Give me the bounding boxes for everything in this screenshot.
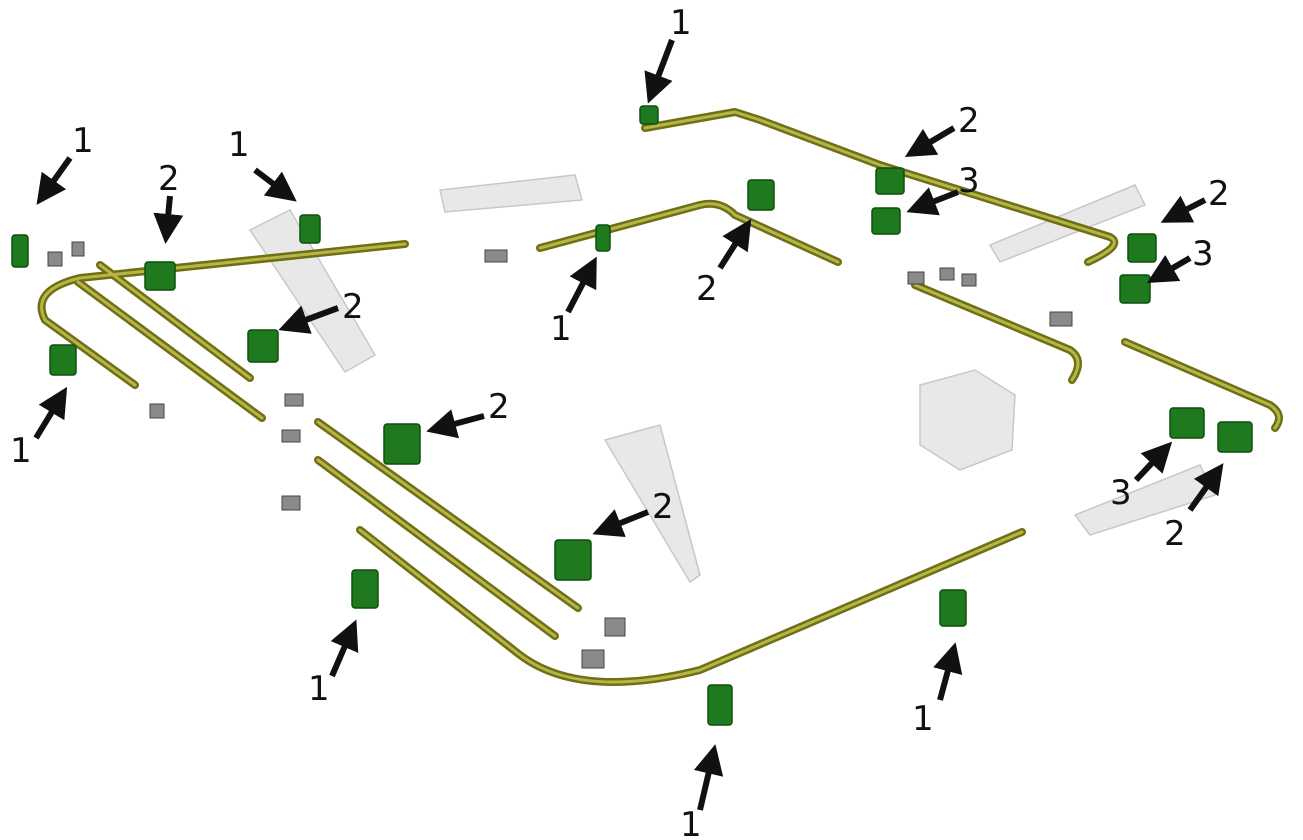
callout-label: 2 (488, 387, 510, 427)
callout-label: 1 (912, 699, 934, 739)
callout-label: 2 (696, 269, 718, 309)
arrow (717, 218, 752, 270)
arrow (36, 156, 73, 205)
callout-label: 1 (308, 669, 330, 709)
pipe-top-middle (536, 199, 842, 266)
arrow (278, 305, 340, 334)
fitting (939, 267, 955, 281)
callout-arrows (33, 38, 1224, 811)
fitting (581, 649, 605, 669)
callout-label: 2 (342, 287, 364, 327)
arrow (253, 167, 297, 202)
clamp (707, 684, 733, 726)
clamp (299, 214, 321, 244)
clamp (554, 539, 592, 581)
arrow (1160, 195, 1207, 223)
callout-label: 1 (670, 3, 692, 43)
fitting (71, 241, 85, 257)
fitting (1049, 311, 1073, 327)
arrow (1187, 463, 1224, 512)
arrow (153, 195, 184, 244)
fitting (149, 403, 165, 419)
callout-label: 1 (680, 805, 702, 840)
fitting (47, 251, 63, 267)
arrow (933, 642, 963, 701)
fitting (284, 393, 304, 407)
pipe-right-short (911, 281, 1082, 384)
clamp (747, 179, 775, 211)
ghost-cylinder-3 (603, 424, 701, 584)
clamp (1217, 421, 1253, 453)
clamp (1119, 274, 1151, 304)
arrow (565, 256, 597, 314)
clamp (1127, 233, 1157, 263)
clamp (1169, 407, 1205, 439)
callout-label: 3 (1110, 473, 1132, 513)
clamp (247, 329, 279, 363)
clamp (49, 344, 77, 376)
callout-label: 2 (1208, 174, 1230, 214)
clamp (144, 261, 176, 291)
fitting (484, 249, 508, 263)
clamp (595, 224, 611, 252)
fitting (907, 271, 925, 285)
clamp (11, 234, 29, 268)
clamp (351, 569, 379, 609)
callout-label: 2 (652, 487, 674, 527)
callout-label: 1 (228, 125, 250, 165)
callout-label: 1 (10, 431, 32, 471)
clamp (871, 207, 901, 235)
fitting (281, 429, 301, 443)
callout-labels: 1 1 2 2 1 1 2 1 2 3 2 3 2 2 1 1 1 3 2 (10, 3, 1230, 840)
ghost-cylinder-1 (439, 174, 583, 213)
fitting (961, 273, 977, 287)
ghost-valve-block (919, 369, 1016, 471)
arrow (426, 409, 485, 439)
callout-label: 1 (72, 121, 94, 161)
callout-label: 2 (958, 101, 980, 141)
arrow (33, 386, 68, 440)
fitting (281, 495, 301, 511)
callout-label: 3 (958, 161, 980, 201)
arrow (644, 38, 675, 104)
arrow (592, 509, 650, 538)
arrow (1133, 441, 1173, 483)
arrow (329, 619, 359, 678)
clamp (875, 167, 905, 195)
ghost-cylinder-2 (248, 209, 377, 373)
callout-label: 1 (550, 309, 572, 349)
clamp (639, 105, 659, 125)
arrow (693, 744, 724, 811)
pipes (37, 108, 1283, 686)
fitting (604, 617, 626, 637)
callout-label: 3 (1192, 234, 1214, 274)
callout-label: 2 (158, 159, 180, 199)
clamp (939, 589, 967, 627)
callout-label: 2 (1164, 514, 1186, 554)
fittings (47, 241, 1073, 669)
clamps (11, 105, 1253, 726)
arrow (1146, 254, 1192, 284)
clamp (383, 423, 421, 465)
arrow (906, 187, 960, 216)
arrow (904, 125, 956, 158)
